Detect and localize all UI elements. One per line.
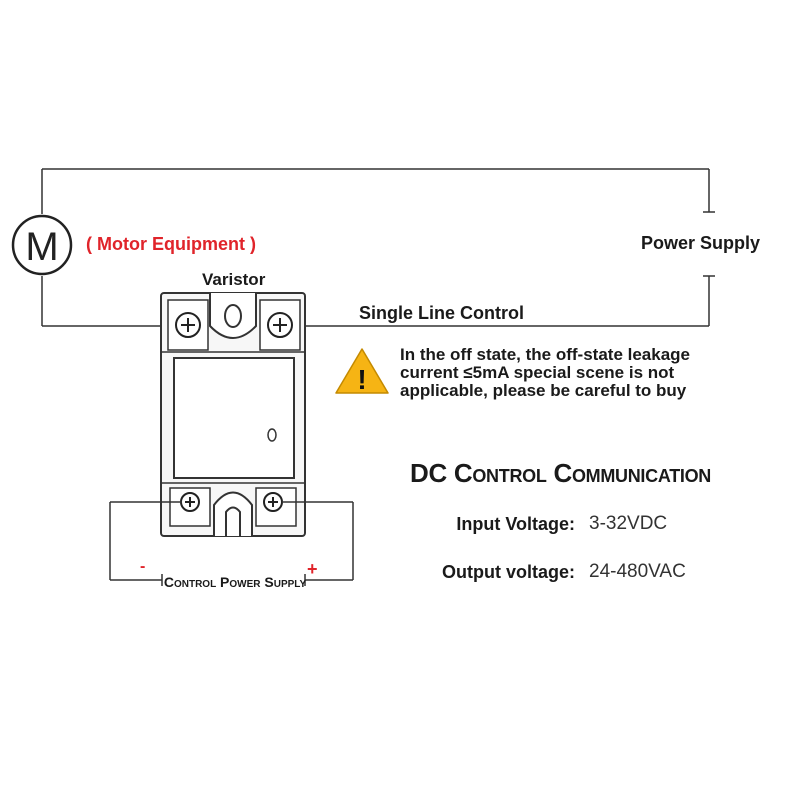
negative-terminal-sign: - bbox=[140, 558, 146, 575]
control-power-wire bbox=[109, 501, 354, 586]
power-supply-symbol bbox=[703, 211, 715, 277]
warning-triangle-icon: ! bbox=[335, 348, 389, 395]
indicator-led bbox=[267, 428, 277, 442]
relay-label-panel bbox=[173, 357, 295, 479]
motor-letter: M bbox=[25, 225, 58, 269]
positive-terminal-sign: + bbox=[307, 559, 318, 579]
varistor-label: Varistor bbox=[202, 270, 266, 289]
input-voltage-label: Input Voltage: bbox=[456, 514, 575, 534]
warning-text: In the off state, the off-state leakage … bbox=[400, 345, 690, 400]
solid-state-relay bbox=[160, 292, 306, 537]
motor-equipment-label: ( Motor Equipment ) bbox=[86, 234, 256, 254]
output-voltage-label: Output voltage: bbox=[442, 562, 575, 582]
diagram-title: DC Control Communication bbox=[410, 458, 711, 488]
main-circuit-wire bbox=[41, 168, 710, 327]
warning-mark: ! bbox=[357, 364, 366, 395]
single-line-control-label: Single Line Control bbox=[359, 303, 524, 323]
input-voltage-value: 3-32VDC bbox=[589, 513, 668, 534]
motor-symbol: M bbox=[11, 214, 73, 276]
control-power-supply-label: Control Power Supply bbox=[163, 574, 307, 590]
output-voltage-value: 24-480VAC bbox=[589, 561, 686, 582]
power-supply-label: Power Supply bbox=[641, 233, 761, 253]
